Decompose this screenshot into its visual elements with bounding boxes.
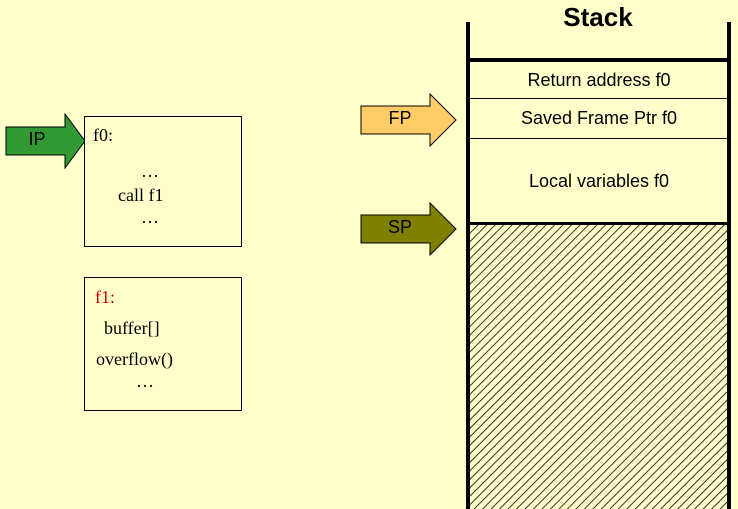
f0-ellipsis-bottom: … (141, 207, 159, 227)
f0-call-line: call f1 (118, 185, 164, 205)
stack-divider (468, 98, 730, 99)
fp-label: FP (388, 108, 412, 128)
f0-code-box: f0: … call f1 … (84, 116, 242, 247)
fp-arrow-shape (360, 92, 457, 148)
stack-title: Stack (563, 2, 633, 32)
ip-arrow-shape (5, 112, 86, 170)
f1-buffer-line: buffer[] (104, 318, 160, 338)
stack-top-border (468, 58, 730, 62)
f1-ellipsis: … (136, 371, 154, 391)
stack-unused-region (470, 224, 728, 509)
ip-label: IP (28, 129, 46, 149)
sp-arrow: SP (360, 201, 458, 257)
stack-left-wall (466, 22, 470, 509)
stack-divider (468, 138, 730, 139)
stack-frame-local-variables: Local variables f0 (528, 170, 670, 191)
ip-arrow: IP (5, 112, 87, 170)
sp-arrow-shape (360, 201, 457, 257)
stack-frame-return-address: Return address f0 (527, 69, 671, 90)
f1-label: f1: (95, 287, 115, 307)
f0-ellipsis-top: … (141, 161, 159, 181)
stack-pointer-boundary (468, 222, 730, 225)
stack-frame-saved-frame-ptr: Saved Frame Ptr f0 (520, 108, 678, 128)
fp-arrow: FP (360, 92, 458, 148)
f0-label: f0: (93, 125, 113, 145)
f1-code-box: f1: buffer[] overflow() … (84, 277, 242, 411)
f1-overflow-line: overflow() (96, 349, 173, 369)
stack-right-wall (727, 22, 731, 509)
sp-label: SP (387, 217, 412, 237)
